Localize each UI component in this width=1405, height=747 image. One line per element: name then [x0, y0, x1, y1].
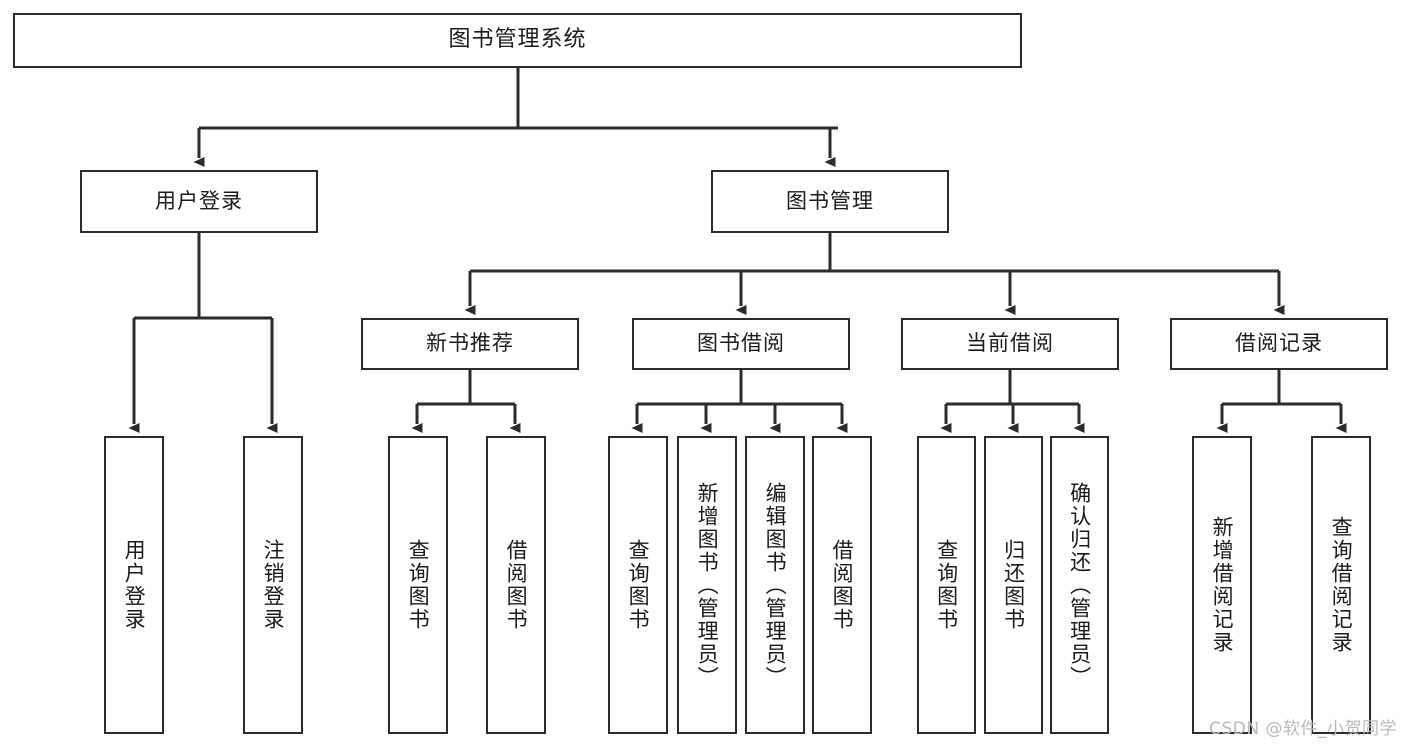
node-leaf-current-borrow-confirm-admin[interactable]: 确认归还（管理员） [1050, 436, 1109, 734]
node-label: 归还图书 [1001, 539, 1026, 631]
node-label: 图书管理系统 [448, 27, 587, 53]
node-leaf-book-borrow-add-admin[interactable]: 新增图书（管理员） [677, 436, 737, 734]
node-label: 图书管理 [786, 188, 874, 213]
node-label: 确认归还（管理员） [1067, 481, 1092, 689]
node-leaf-book-borrow-edit-admin[interactable]: 编辑图书（管理员） [745, 436, 805, 734]
node-leaf-current-borrow-return[interactable]: 归还图书 [984, 436, 1043, 734]
csdn-watermark: CSDN @软件_小贺同学 [1209, 719, 1397, 739]
node-label: 图书借阅 [697, 331, 785, 356]
node-book-borrow[interactable]: 图书借阅 [632, 318, 850, 370]
node-leaf-borrow-record-query[interactable]: 查询借阅记录 [1311, 436, 1371, 734]
node-label: 新增图书（管理员） [695, 481, 720, 689]
node-user-login[interactable]: 用户登录 [80, 170, 318, 233]
node-leaf-user-login-logout[interactable]: 注销登录 [243, 436, 303, 734]
node-borrow-record[interactable]: 借阅记录 [1170, 318, 1388, 370]
node-label: 借阅记录 [1235, 331, 1323, 356]
node-leaf-user-login-login[interactable]: 用户登录 [104, 436, 164, 734]
node-label: 新书推荐 [426, 331, 514, 356]
node-book-management[interactable]: 图书管理 [711, 170, 949, 233]
node-label: 借阅图书 [504, 539, 529, 631]
node-new-book-recommend[interactable]: 新书推荐 [361, 318, 579, 370]
node-label: 查询借阅记录 [1329, 516, 1354, 654]
node-label: 借阅图书 [830, 539, 855, 631]
node-label: 用户登录 [122, 539, 147, 631]
node-root-book-management-system[interactable]: 图书管理系统 [13, 13, 1022, 68]
node-leaf-current-borrow-query[interactable]: 查询图书 [917, 436, 976, 734]
node-current-borrow[interactable]: 当前借阅 [901, 318, 1119, 370]
node-leaf-book-borrow-query[interactable]: 查询图书 [608, 436, 668, 734]
node-leaf-new-book-query[interactable]: 查询图书 [388, 436, 448, 734]
node-label: 新增借阅记录 [1210, 516, 1235, 654]
node-label: 当前借阅 [966, 331, 1054, 356]
node-label: 查询图书 [406, 539, 431, 631]
node-leaf-borrow-record-add[interactable]: 新增借阅记录 [1192, 436, 1252, 734]
node-leaf-book-borrow-borrow[interactable]: 借阅图书 [812, 436, 872, 734]
node-label: 查询图书 [626, 539, 651, 631]
node-label: 查询图书 [934, 539, 959, 631]
node-label: 用户登录 [155, 188, 243, 213]
node-leaf-new-book-borrow[interactable]: 借阅图书 [486, 436, 546, 734]
node-label: 编辑图书（管理员） [763, 481, 788, 689]
node-label: 注销登录 [261, 539, 286, 631]
